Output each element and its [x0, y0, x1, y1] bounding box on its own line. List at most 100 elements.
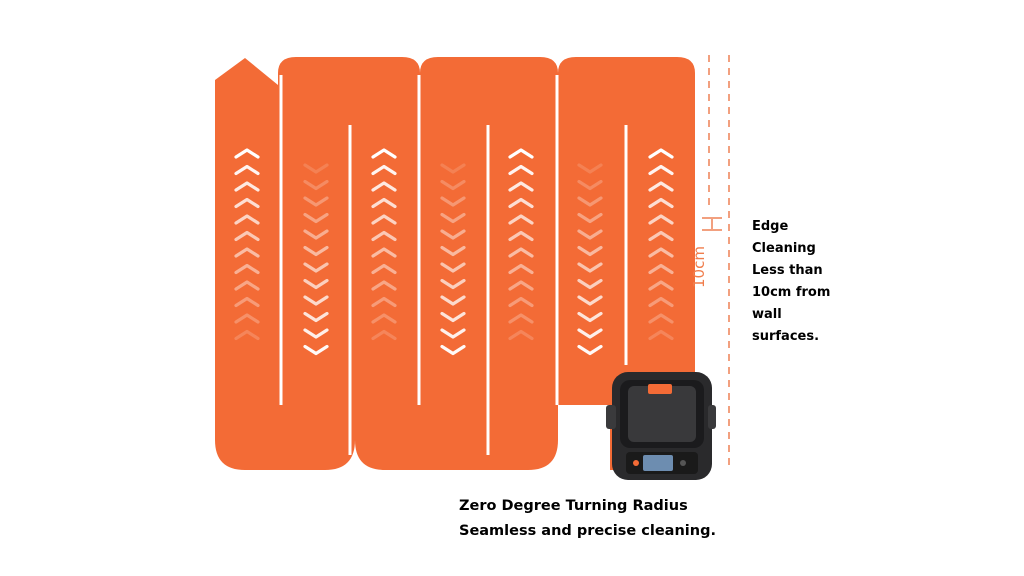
turning-radius-caption: Zero Degree Turning Radius Seamless and … [459, 494, 725, 544]
edge-cleaning-caption: Edge Cleaning Less than 10cm from wall s… [752, 216, 852, 348]
chevron-up-icon [371, 329, 397, 341]
chevron-down-icon [303, 328, 329, 339]
chevron-up-icon [508, 148, 534, 159]
chevron-down-icon [440, 344, 466, 356]
chevron-up-icon [371, 230, 397, 242]
chevron-up-icon [234, 247, 260, 258]
chevron-down-icon [440, 295, 466, 306]
chevron-up-icon [371, 148, 397, 159]
chevron-down-icon [577, 328, 603, 339]
chevron-down-icon [440, 179, 466, 191]
chevron-down-icon [303, 262, 329, 273]
chevron-up-icon [648, 313, 674, 324]
robot-cleaner-image [606, 372, 716, 480]
chevron-up-icon [234, 148, 260, 159]
chevron-down-icon [303, 179, 329, 191]
chevron-up-icon [234, 263, 260, 275]
chevron-up-icon [508, 280, 534, 291]
chevron-up-icon [371, 313, 397, 324]
chevron-up-icon [508, 230, 534, 242]
chevron-up-icon [648, 148, 674, 159]
chevron-up-icon [648, 329, 674, 341]
chevron-down-icon [440, 196, 466, 207]
chevron-down-icon [577, 229, 603, 240]
chevron-up-icon [371, 263, 397, 275]
chevron-up-icon [234, 280, 260, 291]
chevron-down-icon [440, 311, 466, 323]
chevron-up-icon [371, 247, 397, 258]
chevron-up-icon [371, 214, 397, 225]
chevron-down-icon [303, 163, 329, 174]
chevron-down-icon [577, 344, 603, 356]
path-dividers [279, 75, 628, 455]
chevron-down-icon [440, 278, 466, 290]
chevron-down-icon [303, 196, 329, 207]
chevron-up-icon [371, 280, 397, 291]
chevron-down-icon [577, 212, 603, 224]
chevron-down-icon [577, 278, 603, 290]
chevron-up-icon [234, 329, 260, 341]
chevron-up-icon [371, 197, 397, 209]
chevron-up-icon [648, 296, 674, 308]
wall-dashed-lines [708, 55, 730, 470]
chevron-up-icon [508, 313, 534, 324]
chevron-up-icon [234, 296, 260, 308]
chevron-up-icon [648, 181, 674, 192]
chevron-down-icon [577, 311, 603, 323]
chevron-up-icon [371, 181, 397, 192]
chevron-up-icon [371, 164, 397, 176]
edge-caption-line-2: Less than [752, 263, 823, 278]
chevron-up-icon [234, 197, 260, 209]
chevron-up-icon [508, 181, 534, 192]
chevron-down-icon [303, 229, 329, 240]
chevron-down-icon [577, 163, 603, 174]
chevron-down-icon [440, 163, 466, 174]
chevron-down-icon [577, 262, 603, 273]
chevron-up-icon [648, 164, 674, 176]
chevron-up-icon [648, 280, 674, 291]
edge-caption-line-1: Edge Cleaning [752, 219, 816, 256]
edge-caption-line-3: 10cm from [752, 285, 831, 300]
chevron-down-icon [303, 245, 329, 257]
chevron-up-icon [648, 230, 674, 242]
chevron-down-icon [440, 245, 466, 257]
chevron-down-icon [577, 295, 603, 306]
chevron-down-icon [303, 295, 329, 306]
chevron-up-icon [508, 296, 534, 308]
chevron-down-icon [303, 344, 329, 356]
chevron-up-icon [234, 181, 260, 192]
turning-caption-line-2: Seamless and precise cleaning. [459, 523, 716, 539]
chevron-up-icon [234, 230, 260, 242]
chevron-up-icon [234, 164, 260, 176]
chevron-up-icon [508, 164, 534, 176]
chevron-down-icon [303, 212, 329, 224]
ruler-marker [702, 217, 722, 231]
chevron-up-icon [648, 214, 674, 225]
ruler-distance-label: 10cm [690, 246, 708, 288]
chevron-up-icon [371, 296, 397, 308]
chevron-up-icon [508, 247, 534, 258]
chevron-up-icon [234, 214, 260, 225]
chevron-up-icon [234, 313, 260, 324]
chevron-down-icon [577, 179, 603, 191]
chevron-up-icon [508, 329, 534, 341]
serpentine-path [215, 57, 695, 470]
chevron-up-icon [648, 263, 674, 275]
turning-caption-line-1: Zero Degree Turning Radius [459, 498, 688, 514]
chevron-down-icon [303, 278, 329, 290]
direction-chevrons [234, 148, 674, 356]
chevron-down-icon [440, 212, 466, 224]
chevron-up-icon [508, 197, 534, 209]
chevron-down-icon [440, 262, 466, 273]
chevron-up-icon [508, 214, 534, 225]
chevron-down-icon [577, 196, 603, 207]
chevron-up-icon [508, 263, 534, 275]
chevron-down-icon [440, 229, 466, 240]
chevron-down-icon [577, 245, 603, 257]
chevron-down-icon [303, 311, 329, 323]
chevron-up-icon [648, 247, 674, 258]
chevron-down-icon [440, 328, 466, 339]
edge-caption-line-4: wall surfaces. [752, 307, 820, 344]
chevron-up-icon [648, 197, 674, 209]
